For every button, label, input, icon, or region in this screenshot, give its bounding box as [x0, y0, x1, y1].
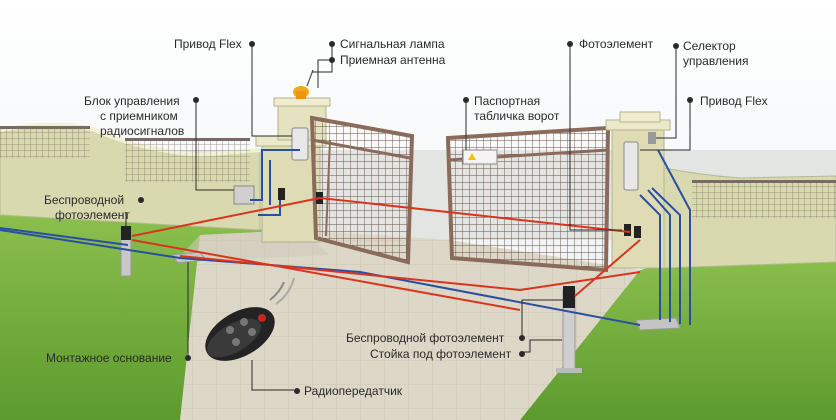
- remote-transmitter: [205, 277, 295, 361]
- leader-dot: [249, 41, 255, 47]
- leader-dot: [138, 197, 144, 203]
- label-control-unit-3: радиосигналов: [100, 124, 185, 138]
- leader-dot: [185, 355, 191, 361]
- leader-dot: [687, 97, 693, 103]
- label-gate-plate-2: табличка ворот: [474, 109, 560, 123]
- paved-driveway: [180, 230, 640, 420]
- label-wireless-photo-left-1: Беспроводной: [44, 193, 125, 207]
- label-selector-1: Селектор: [683, 39, 736, 53]
- label-gate-plate-1: Паспортная: [474, 94, 541, 108]
- label-photocell: Фотоэлемент: [579, 37, 654, 51]
- drive-left-device: [291, 127, 309, 161]
- label-wireless-photo-right: Беспроводной фотоэлемент: [346, 331, 505, 345]
- leader-dot: [463, 97, 469, 103]
- left-fence-mesh: [0, 128, 90, 158]
- control-box-device: [233, 185, 255, 205]
- right-gate-leaf: [445, 125, 611, 273]
- right-fence-mesh: [692, 182, 836, 218]
- infrared-beams: [131, 197, 641, 311]
- leader-dot: [567, 41, 573, 47]
- leader-dot: [673, 43, 679, 49]
- leader-dot: [329, 57, 335, 63]
- gate-plate-device: [462, 149, 498, 165]
- label-selector-2: управления: [683, 54, 749, 68]
- selector-device: [648, 132, 656, 144]
- label-control-unit-1: Блок управления: [84, 94, 180, 108]
- label-drive-right: Привод Flex: [700, 94, 768, 108]
- label-signal-lamp: Сигнальная лампа: [340, 37, 445, 51]
- leader-lines: [125, 44, 691, 391]
- label-wireless-photo-left-2: фотоэлемент: [55, 208, 130, 222]
- leader-dot: [329, 41, 335, 47]
- label-mounting-base: Монтажное основание: [46, 351, 172, 365]
- grass-right: [520, 250, 836, 420]
- photocell-left-device: [278, 188, 285, 200]
- label-photo-post: Стойка под фотоэлемент: [370, 347, 512, 361]
- label-antenna: Приемная антенна: [340, 53, 446, 67]
- antenna-device: [306, 69, 314, 87]
- leader-dot: [519, 351, 525, 357]
- leader-dot: [294, 388, 300, 394]
- label-drive-left: Привод Flex: [174, 37, 242, 51]
- drive-right-device: [623, 141, 639, 191]
- photocell-right-device: [624, 224, 631, 236]
- leader-dot: [193, 97, 199, 103]
- label-transmitter: Радиопередатчик: [304, 384, 403, 398]
- label-control-unit-2: с приемником: [100, 109, 178, 123]
- leader-dot: [519, 335, 525, 341]
